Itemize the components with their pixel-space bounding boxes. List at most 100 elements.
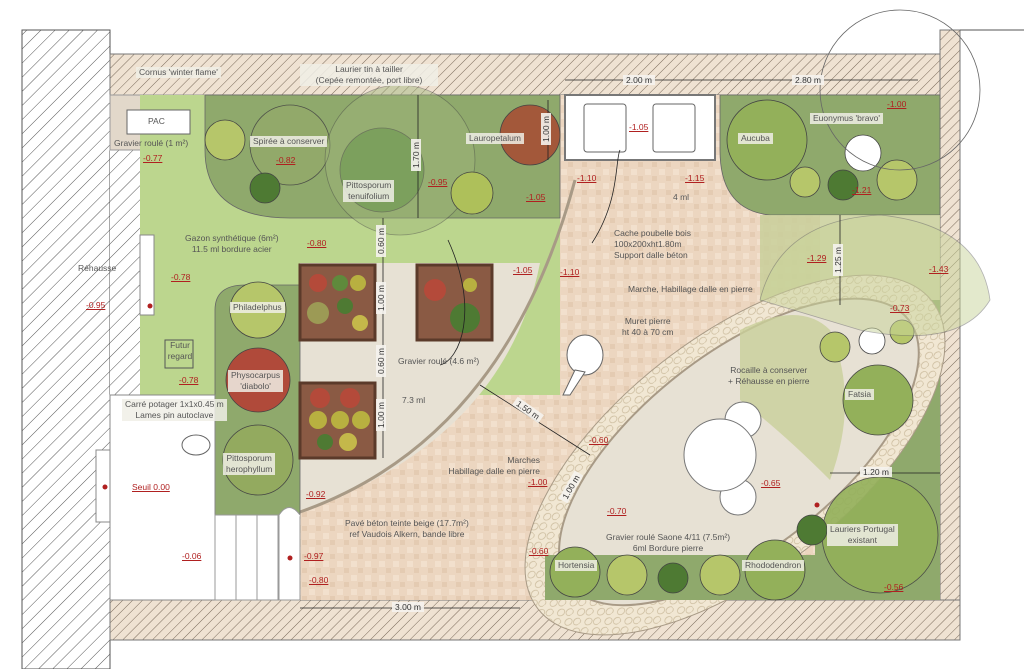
level-marker: -0.92 bbox=[306, 489, 326, 499]
level-marker: -0.78 bbox=[179, 375, 199, 385]
label-line: Marches bbox=[507, 455, 540, 465]
dimension-1-20: 1.20 m bbox=[860, 467, 892, 477]
label-line: Laurier tin à tailler bbox=[335, 64, 403, 74]
plant-small bbox=[657, 562, 689, 594]
label-line: Pavé béton teinte beige (17.7m²) bbox=[345, 518, 469, 528]
top-wall bbox=[109, 53, 961, 96]
label-4-ml: 4 ml bbox=[673, 192, 690, 202]
raised-bed bbox=[298, 263, 377, 342]
level-markers bbox=[102, 303, 820, 561]
label-philadelphus: Philadelphus bbox=[230, 302, 285, 313]
label-line: tenuifolium bbox=[348, 191, 390, 201]
level-marker: -1.10 bbox=[560, 267, 580, 277]
level-marker: -1.05 bbox=[629, 122, 649, 132]
plant-small bbox=[796, 514, 828, 546]
label-line: Support dalle béton bbox=[614, 250, 688, 260]
level-marker: -0.06 bbox=[182, 551, 202, 561]
dimension-2-80: 2.80 m bbox=[792, 75, 824, 85]
white-tree-trunk bbox=[844, 134, 882, 172]
label-rhododendron: Rhododendron bbox=[742, 560, 805, 571]
label-line: Cache poubelle bois bbox=[614, 228, 692, 238]
plant-small bbox=[827, 169, 859, 201]
label-line: ref Vaudois Alkern, bande libre bbox=[349, 529, 465, 539]
dimension-0-60-b: 0.60 m bbox=[376, 345, 386, 377]
plant-laurier-tin bbox=[324, 84, 476, 236]
level-marker: -0.95 bbox=[428, 177, 448, 187]
plant-hortensia bbox=[549, 546, 601, 598]
white-area bbox=[109, 394, 216, 601]
plant-cornus bbox=[204, 119, 246, 161]
label-line: (Cepée remontée, port libre) bbox=[315, 75, 423, 85]
left-wall-upper bbox=[110, 150, 140, 395]
plant-fatsia bbox=[842, 364, 914, 436]
dimension-3-00: 3.00 m bbox=[392, 602, 424, 612]
label-spiree: Spirée à conserver bbox=[250, 136, 328, 147]
dimension-1-25: 1.25 m bbox=[833, 244, 843, 276]
label-line: Pittosporum bbox=[346, 180, 392, 190]
label-7-3-ml: 7.3 ml bbox=[402, 395, 426, 405]
level-marker: -1.15 bbox=[685, 173, 705, 183]
label-line: Physocarpus bbox=[231, 370, 281, 380]
plant-small bbox=[450, 171, 494, 215]
level-marker: -0.60 bbox=[589, 435, 609, 445]
plant-small bbox=[606, 554, 648, 596]
raised-bed bbox=[298, 381, 377, 460]
level-marker: -0.56 bbox=[884, 582, 904, 592]
futur-regard-box bbox=[164, 339, 194, 369]
bin-enclosure bbox=[564, 94, 716, 161]
label-gazon: Gazon synthétique (6m²)11.5 ml bordure a… bbox=[185, 233, 279, 255]
label-line: regard bbox=[167, 351, 193, 361]
dimension-1-70: 1.70 m bbox=[411, 139, 421, 171]
label-line: Habillage dalle en pierre bbox=[448, 466, 540, 476]
plant-small bbox=[699, 554, 741, 596]
bottom-wall bbox=[109, 599, 961, 641]
label-line: 'diabolo' bbox=[240, 381, 271, 391]
label-pave-beton: Pavé béton teinte beige (17.7m²)ref Vaud… bbox=[345, 518, 469, 540]
dimension-2-00: 2.00 m bbox=[623, 75, 655, 85]
label-rocaille: Rocaille à conserver+ Réhausse en pierre bbox=[728, 365, 810, 387]
label-seuil: Seuil 0.00 bbox=[132, 482, 170, 492]
level-marker: -0.82 bbox=[276, 155, 296, 165]
plant-small bbox=[819, 331, 851, 363]
level-marker: -0.60 bbox=[529, 546, 549, 556]
label-gravier-46: Gravier roulé (4.6 m²) bbox=[398, 356, 480, 366]
level-marker: -0.77 bbox=[143, 153, 163, 163]
level-marker: -0.78 bbox=[171, 272, 191, 282]
label-line: Lames pin autoclave bbox=[135, 410, 214, 420]
label-line: 11.5 ml bordure acier bbox=[191, 244, 272, 254]
label-pac: PAC bbox=[148, 116, 165, 126]
label-euonymus: Euonymus 'bravo' bbox=[810, 113, 884, 124]
label-line: 6ml Bordure pierre bbox=[632, 543, 704, 553]
label-laurier-tin: Laurier tin à tailler(Cepée remontée, po… bbox=[300, 64, 438, 86]
tree-canopy-right bbox=[759, 214, 991, 337]
dimension-1-00-a: 1.00 m bbox=[376, 282, 386, 314]
level-marker: -0.97 bbox=[304, 551, 324, 561]
level-marker: -1.00 bbox=[528, 477, 548, 487]
level-marker: -1.10 bbox=[577, 173, 597, 183]
level-marker: -1.29 bbox=[807, 253, 827, 263]
label-line: Rocaille à conserver bbox=[730, 365, 808, 375]
level-marker: -0.80 bbox=[307, 238, 327, 248]
label-line: Futur bbox=[170, 340, 190, 350]
label-line: Gravier roulé Saone 4/11 (7.5m²) bbox=[606, 532, 731, 542]
label-line: Carré potager 1x1x0.45 m bbox=[125, 399, 224, 409]
label-gravier-pac: Gravier roulé (1 m²) bbox=[114, 138, 189, 148]
level-marker: -0.80 bbox=[309, 575, 329, 585]
label-cornus: Cornus 'winter flame' bbox=[136, 67, 221, 78]
level-marker: -0.70 bbox=[607, 506, 627, 516]
dimension-0-60-a: 0.60 m bbox=[376, 225, 386, 257]
label-gravier-saone: Gravier roulé Saone 4/11 (7.5m²)6ml Bord… bbox=[606, 532, 730, 554]
person-figure bbox=[181, 334, 604, 456]
label-rehausse: Réhausse bbox=[78, 263, 117, 273]
level-marker: -0.95 bbox=[86, 300, 106, 310]
dimension-1-00-top: 1.00 m bbox=[541, 113, 551, 145]
